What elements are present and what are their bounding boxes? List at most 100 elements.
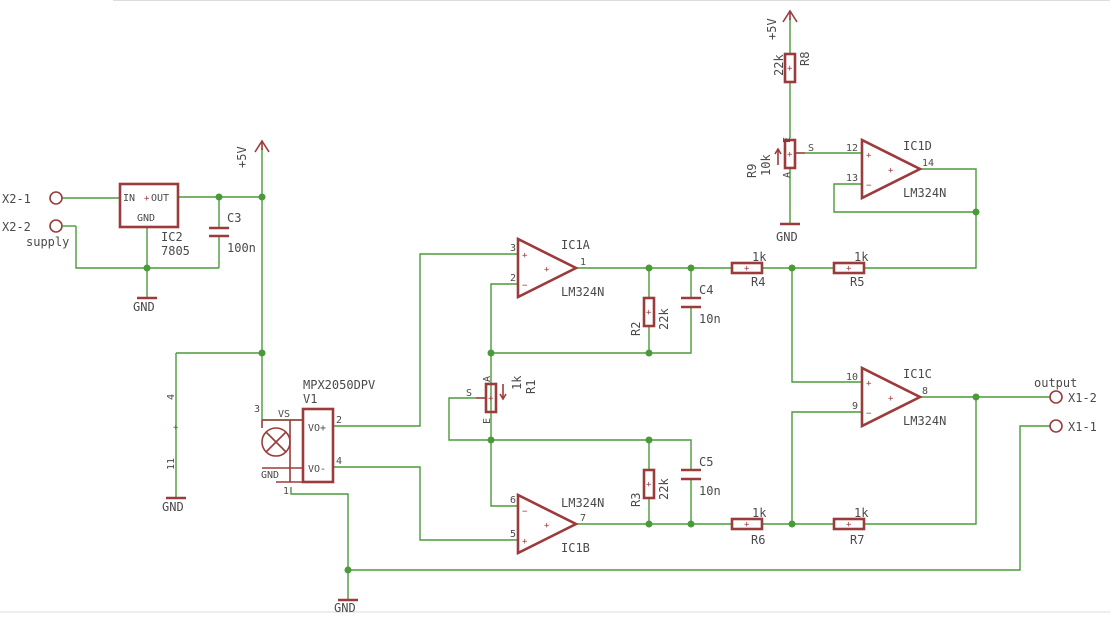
r5-value: 1k xyxy=(854,250,869,264)
ic1c-plus-mark: + xyxy=(888,394,894,404)
connector-x1-1[interactable]: X1-1 xyxy=(1049,419,1097,434)
opamp-ic1c[interactable]: + + − 10 9 8 IC1C LM324N xyxy=(846,365,946,429)
resistor-r4[interactable]: + 1k R4 xyxy=(730,250,767,289)
ic1a-plus-in: + xyxy=(522,251,528,261)
sensor-pin-vs: VS xyxy=(278,409,290,420)
r1-pin-s: S xyxy=(466,388,472,399)
r8-mark: + xyxy=(787,64,793,74)
gnd-symbol-r9: GND xyxy=(776,222,800,244)
r3-value: 22k xyxy=(657,478,671,500)
ic1c-pin-out: 8 xyxy=(922,386,928,397)
r7-value: 1k xyxy=(854,506,869,520)
ic1c-name: IC1C xyxy=(903,367,932,381)
opamp-ic1b[interactable]: + − + 6 5 7 LM324N IC1B xyxy=(510,492,604,556)
r1-name: R1 xyxy=(524,380,538,394)
ic1b-pin-plus: 5 xyxy=(510,529,516,540)
ic1d-plus-mark: + xyxy=(888,166,894,176)
resistor-r7[interactable]: + 1k R7 xyxy=(832,506,869,547)
pressure-sensor-v1[interactable]: VS VO+ VO- GND 3 2 4 1 MPX2050DPV V1 xyxy=(254,378,375,497)
sensor-pin-3: 3 xyxy=(254,404,260,415)
supply-label: supply xyxy=(26,235,69,249)
c3-value: 100n xyxy=(227,241,256,255)
r4-value: 1k xyxy=(752,250,767,264)
regulator-value: 7805 xyxy=(161,244,190,258)
sensor-pin-1: 1 xyxy=(283,486,289,497)
r1-mark: + xyxy=(488,394,494,404)
ic1d-pin-out: 14 xyxy=(922,158,934,169)
gnd-symbol-sensor: GND xyxy=(334,598,358,615)
opamp-ic1d[interactable]: + + − 12 13 14 IC1D LM324N xyxy=(846,137,946,201)
r6-value: 1k xyxy=(752,506,767,520)
capacitor-c3[interactable]: C3 100n xyxy=(209,211,256,255)
ic1c-value: LM324N xyxy=(903,414,946,428)
connector-x2-1[interactable]: X2-1 xyxy=(2,191,63,206)
regulator-ic2[interactable]: IN OUT + GND IC2 7805 xyxy=(118,182,190,258)
r1-pin-a: A xyxy=(482,376,493,382)
r8-name: R8 xyxy=(798,52,812,66)
wires xyxy=(62,18,1050,600)
r9-mark: + xyxy=(787,150,793,160)
potentiometer-r1[interactable]: + S A E 1k R1 xyxy=(466,375,538,424)
ic1b-minus-in: − xyxy=(522,507,528,517)
ic1c-pin-plus: 10 xyxy=(846,372,858,383)
resistor-r5[interactable]: + 1k R5 xyxy=(832,250,869,289)
r4-mark: + xyxy=(744,264,750,274)
ic1a-pin-plus: 3 xyxy=(510,243,516,254)
regulator-name: IC2 xyxy=(161,230,183,244)
power-plus-mark: + xyxy=(173,423,179,433)
ic1c-plus-in: + xyxy=(866,379,872,389)
gnd-reg-label: GND xyxy=(133,300,155,314)
regulator-pin-out: OUT xyxy=(151,193,169,204)
ic1a-plus-mark: + xyxy=(544,265,550,275)
vcc-right-label: +5V xyxy=(765,18,779,40)
regulator-pin-gnd: GND xyxy=(137,213,155,224)
r1-pin-e: E xyxy=(482,418,493,424)
r3-name: R3 xyxy=(629,493,643,507)
ic1d-pin-plus: 12 xyxy=(846,143,858,154)
sensor-value: MPX2050DPV xyxy=(303,378,375,392)
ic1d-value: LM324N xyxy=(903,186,946,200)
ic1b-pin-minus: 6 xyxy=(510,495,516,506)
r6-mark: + xyxy=(744,520,750,530)
resistor-r3[interactable]: + R3 22k xyxy=(629,468,671,507)
ic1a-minus-in: − xyxy=(522,281,528,291)
regulator-pin-in: IN xyxy=(123,193,135,204)
ic1d-pin-minus: 13 xyxy=(846,173,858,184)
ic1a-value: LM324N xyxy=(561,285,604,299)
ic1a-pin-out: 1 xyxy=(580,257,586,268)
capacitor-c5[interactable]: C5 10n xyxy=(681,455,721,498)
vcc-left-label: +5V xyxy=(235,146,249,168)
sensor-pin-2: 2 xyxy=(336,415,342,426)
r2-mark: + xyxy=(646,308,652,318)
r7-mark: + xyxy=(846,520,852,530)
capacitor-c4[interactable]: C4 10n xyxy=(681,283,721,326)
ic1b-value: LM324N xyxy=(561,496,604,510)
sensor-name: V1 xyxy=(303,392,317,406)
ic1b-plus-in: + xyxy=(522,537,528,547)
r9-pin-e: E xyxy=(782,137,793,143)
r9-pin-a: A xyxy=(782,172,793,178)
resistor-r8[interactable]: + 22k R8 xyxy=(772,52,812,84)
connector-x1-2[interactable]: X1-2 output xyxy=(1034,376,1097,405)
vcc-symbol-left: +5V xyxy=(235,139,270,168)
power-pin-11: 11 xyxy=(166,458,177,470)
gnd-pwr-label: GND xyxy=(162,500,184,514)
ic1c-minus-in: − xyxy=(866,409,872,419)
sensor-pin-vop: VO+ xyxy=(308,423,326,434)
power-pin-4: 4 xyxy=(166,394,177,400)
sensor-pin-4: 4 xyxy=(336,456,342,467)
sensor-pin-gnd: GND xyxy=(261,470,279,481)
connector-x2-2[interactable]: X2-2 supply xyxy=(2,219,76,249)
r2-value: 22k xyxy=(657,308,671,330)
r9-pin-s: S xyxy=(808,143,814,154)
r9-value: 10k xyxy=(759,154,773,176)
resistor-r2[interactable]: + R2 22k xyxy=(629,296,671,336)
opamp-power-pins: + 4 11 xyxy=(166,394,179,470)
opamp-ic1a[interactable]: + + − 3 2 1 IC1A LM324N xyxy=(510,236,604,300)
potentiometer-r9[interactable]: + S A E R9 10k xyxy=(745,137,814,178)
c4-value: 10n xyxy=(699,312,721,326)
sensor-pin-vom: VO- xyxy=(308,464,326,475)
resistor-r6[interactable]: + 1k R6 xyxy=(730,506,767,547)
c5-name: C5 xyxy=(699,455,713,469)
